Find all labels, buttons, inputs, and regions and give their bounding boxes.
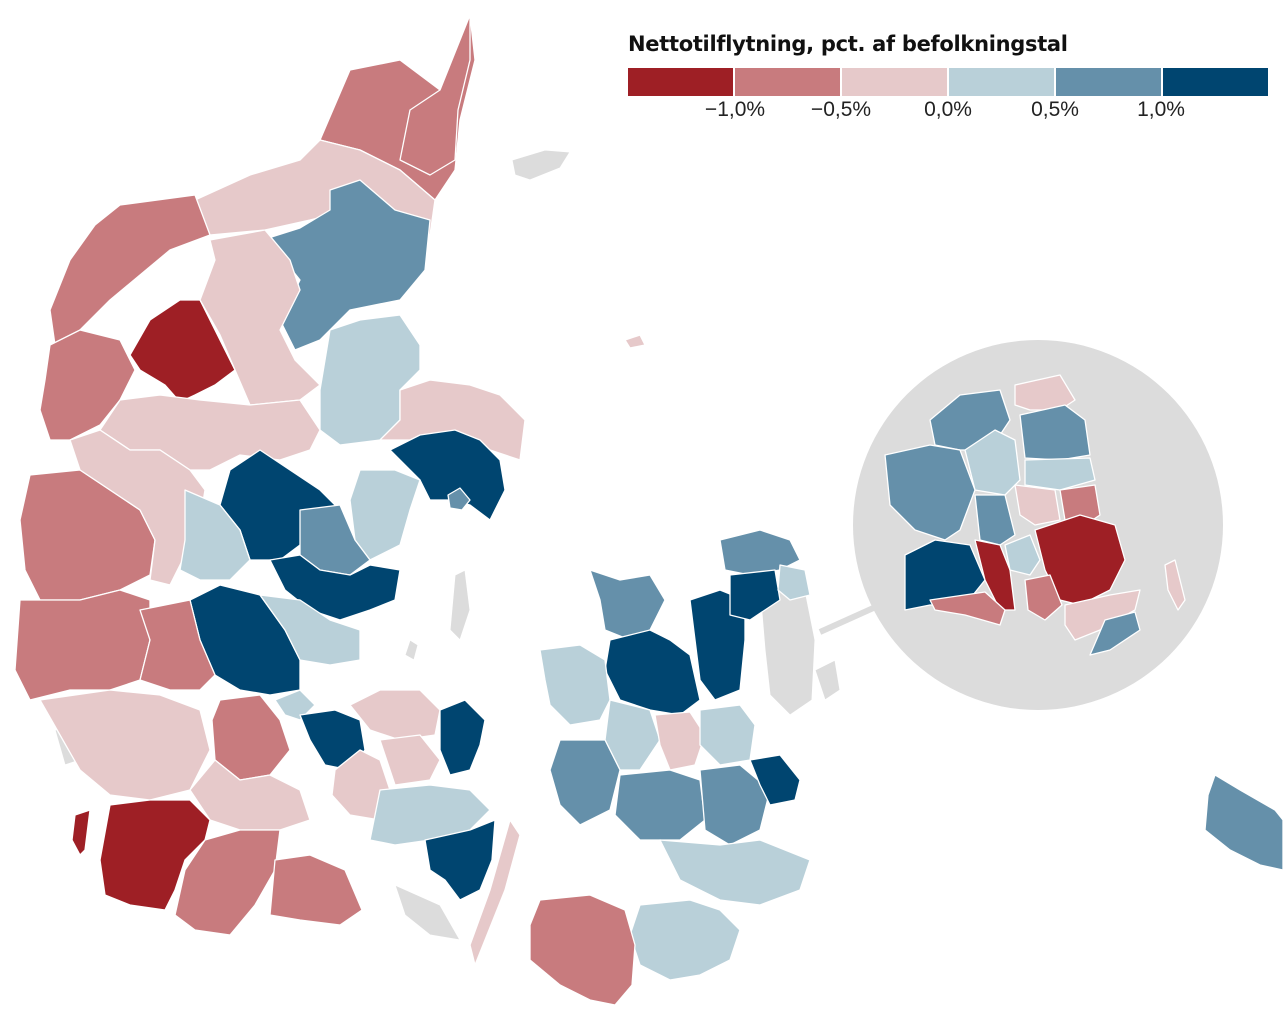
region-naestved (614, 769, 706, 841)
region-stevns (749, 754, 801, 806)
legend-title: Nettotilflytning, pct. af befolkningstal (628, 32, 1068, 56)
inset-region-14 (929, 591, 1006, 626)
legend-tick: 0,0% (924, 98, 972, 121)
region-hedensted (259, 594, 361, 666)
region-holbaek (604, 629, 701, 716)
region-odsherred (589, 569, 666, 641)
region-ikast (179, 489, 251, 581)
region-vordingborg (659, 839, 811, 906)
legend-ticks: −1,0% −0,5% 0,0% 0,5% 1,0% (628, 98, 1268, 124)
region-odense (379, 734, 441, 786)
regions-north-jutland (39, 14, 526, 471)
region-fanoe (71, 809, 91, 856)
region-billund (139, 599, 216, 691)
region-thisted (49, 194, 211, 346)
region-ringkobing (14, 589, 151, 701)
region-gribskov (729, 569, 781, 621)
region-koege (699, 704, 756, 766)
region-frederikshavn (399, 14, 471, 176)
legend-swatch (949, 68, 1054, 96)
region-soenderborg (269, 854, 363, 926)
legend-swatch (842, 68, 947, 96)
inset-region-7 (974, 494, 1016, 546)
inset-region-8 (1014, 484, 1061, 526)
region-herning (69, 429, 206, 586)
regions-south-jutland (39, 584, 363, 936)
inset-region-17 (1089, 611, 1141, 656)
inset-region-13 (1004, 534, 1041, 576)
region-esbjerg (39, 689, 211, 801)
region-svendborg (424, 819, 496, 901)
region-nordfyn (349, 689, 441, 741)
region-ringsted (654, 711, 706, 771)
region-aalborg (261, 179, 431, 351)
region-roskilde (689, 589, 746, 701)
legend-tick: −0,5% (810, 98, 872, 121)
region-langeland (469, 819, 521, 966)
region-vesthimmerland (199, 229, 321, 406)
legend-swatch (628, 68, 733, 96)
region-lolland (529, 894, 636, 1006)
region-skive (39, 329, 136, 441)
inset-region-18 (1164, 559, 1186, 611)
region-toender (99, 799, 211, 911)
region-favrskov (349, 469, 421, 561)
inset-region-5 (884, 444, 976, 541)
inset-regions (884, 374, 1186, 656)
inset-region-11 (904, 539, 986, 611)
region-halsnaes (719, 529, 801, 576)
region-aabenraa (174, 829, 281, 936)
inset-region-12 (974, 539, 1016, 611)
inset-pointer-line (818, 602, 882, 635)
inset-region-15 (1024, 574, 1063, 621)
legend-tick: −1,0% (704, 98, 766, 121)
legend-swatches (628, 68, 1268, 96)
legend: Nettotilflytning, pct. af befolkningstal… (628, 32, 1268, 124)
regions-central-jutland (14, 429, 506, 701)
legend-swatch (1163, 68, 1268, 96)
region-guldborgsund (629, 899, 741, 981)
region-slagelse (549, 739, 621, 826)
region-samsoe (447, 487, 471, 511)
regions-funen (299, 689, 521, 966)
region-kerteminde (439, 699, 486, 776)
legend-swatch (1056, 68, 1161, 96)
region-fredericia (274, 689, 316, 721)
region-haderslev (189, 759, 311, 831)
region-morsoe (129, 299, 236, 403)
legend-swatch (735, 68, 840, 96)
region-aarhus (389, 429, 506, 521)
region-helsingoer (777, 564, 811, 601)
region-kalundborg (539, 644, 611, 726)
inset-region-6 (1024, 457, 1096, 491)
region-faxe (699, 764, 771, 846)
legend-tick: 1,0% (1137, 98, 1185, 121)
regions-zealand (529, 529, 811, 1006)
legend-tick: 0,5% (1031, 98, 1079, 121)
region-bornholm (1204, 774, 1283, 871)
inset-region-3 (1019, 404, 1091, 461)
region-anholt (624, 334, 646, 349)
